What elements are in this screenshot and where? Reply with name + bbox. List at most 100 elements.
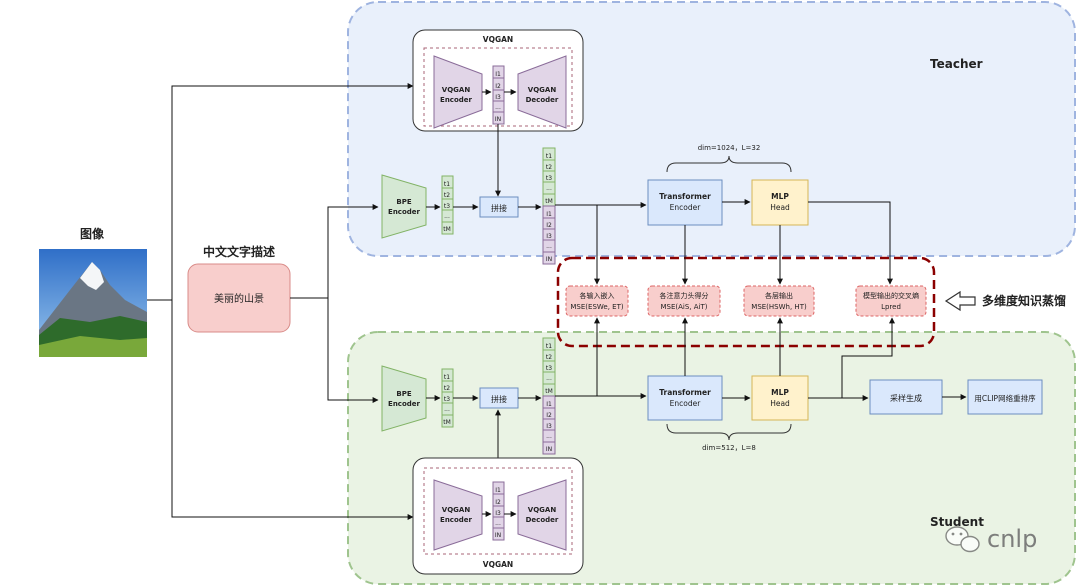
teacher-vqgan-decoder-l2: Decoder (526, 96, 559, 104)
svg-text:Transformer: Transformer (659, 192, 711, 201)
svg-text:t2: t2 (546, 164, 552, 171)
student-vqgan-decoder (517, 479, 567, 551)
student-combined-tokens: t1 t2 t3 ... tM I1 I2 I3 ... IN (542, 337, 556, 455)
svg-text:tM: tM (443, 419, 451, 426)
svg-text:VQGAN: VQGAN (442, 506, 471, 514)
svg-text:Lpred: Lpred (881, 303, 901, 311)
svg-text:拼接: 拼接 (491, 203, 507, 213)
svg-text:Encoder: Encoder (670, 203, 702, 212)
svg-text:t2: t2 (444, 385, 450, 392)
student-dims: dim=512，L=8 (702, 444, 756, 452)
wechat-icon (945, 526, 980, 553)
svg-text:tM: tM (545, 198, 553, 205)
svg-text:I2: I2 (495, 83, 501, 90)
loss-embedding: 各输入嵌入 MSE(ESWe, ET) (565, 285, 629, 317)
teacher-dims: dim=1024，L=32 (698, 144, 761, 152)
svg-text:MSE(HSWh, HT): MSE(HSWh, HT) (751, 303, 807, 311)
student-bpe-encoder (381, 365, 427, 432)
teacher-vqgan-encoder (433, 55, 483, 129)
svg-text:Encoder: Encoder (670, 399, 702, 408)
svg-text:I2: I2 (495, 499, 501, 506)
caption-label: 中文文字描述 (203, 244, 275, 259)
teacher-vqgan-decoder (517, 55, 567, 129)
arrow-image-to-teacher-vqgan (147, 83, 414, 301)
svg-text:...: ... (546, 433, 552, 440)
svg-text:Head: Head (770, 203, 790, 212)
svg-text:...: ... (495, 104, 501, 111)
svg-text:I3: I3 (495, 510, 501, 517)
svg-text:I1: I1 (495, 487, 501, 494)
svg-text:t2: t2 (444, 192, 450, 199)
teacher-vqgan-decoder-l1: VQGAN (528, 86, 557, 94)
student-vqgan-tokens: I1 I2 I3 ... IN (492, 481, 505, 541)
svg-text:I2: I2 (546, 412, 552, 419)
svg-text:I2: I2 (546, 222, 552, 229)
teacher-vqgan-tokens: I1 I2 I3 ... IN (492, 65, 505, 125)
svg-text:Transformer: Transformer (659, 388, 711, 397)
rerank-box (967, 379, 1043, 415)
svg-text:BPE: BPE (396, 198, 411, 206)
svg-text:t3: t3 (444, 396, 450, 403)
svg-text:Encoder: Encoder (440, 516, 472, 524)
svg-text:Encoder: Encoder (388, 400, 420, 408)
loss-hidden: 各层输出 MSE(HSWh, HT) (743, 285, 815, 317)
svg-text:I3: I3 (546, 423, 552, 430)
svg-text:MLP: MLP (771, 192, 789, 201)
svg-text:t1: t1 (444, 181, 450, 188)
svg-text:...: ... (495, 520, 501, 527)
svg-text:MSE(AiS, AiT): MSE(AiS, AiT) (660, 303, 707, 311)
svg-text:tM: tM (545, 388, 553, 395)
loss-attention: 各注意力头得分 MSE(AiS, AiT) (647, 285, 721, 317)
mountain-image (39, 249, 147, 357)
svg-text:Decoder: Decoder (526, 516, 559, 524)
teacher-combined-tokens: t1 t2 t3 ... tM I1 I2 I3 ... IN (542, 147, 556, 265)
svg-text:...: ... (546, 185, 552, 192)
teacher-vqgan-encoder-l1: VQGAN (442, 86, 471, 94)
student-dim-brace (666, 423, 792, 441)
svg-text:...: ... (444, 213, 450, 220)
svg-text:各注意力头得分: 各注意力头得分 (660, 291, 709, 300)
arrow-caption-to-student-bpe (327, 298, 379, 403)
svg-text:t3: t3 (444, 203, 450, 210)
svg-text:...: ... (546, 243, 552, 250)
teacher-vqgan-encoder-l2: Encoder (440, 96, 472, 104)
teacher-mlp-head (751, 179, 809, 226)
student-transformer-encoder (647, 375, 723, 421)
svg-text:IN: IN (495, 532, 501, 539)
svg-text:I1: I1 (495, 71, 501, 78)
svg-text:MLP: MLP (771, 388, 789, 397)
distill-arrow-icon (944, 290, 976, 312)
arrow-image-to-student-vqgan (171, 300, 414, 520)
svg-text:I1: I1 (546, 211, 552, 218)
svg-text:...: ... (546, 375, 552, 382)
teacher-dim-brace (666, 155, 792, 173)
svg-text:MSE(ESWe, ET): MSE(ESWe, ET) (570, 303, 623, 311)
watermark-text: cnlp (987, 525, 1037, 553)
teacher-vqgan-title: VQGAN (483, 35, 513, 44)
svg-text:t1: t1 (444, 374, 450, 381)
svg-text:用CLIP网络重排序: 用CLIP网络重排序 (974, 393, 1036, 403)
svg-text:IN: IN (495, 116, 501, 123)
svg-text:I1: I1 (546, 401, 552, 408)
svg-text:BPE: BPE (396, 390, 411, 398)
svg-text:I3: I3 (546, 233, 552, 240)
svg-text:模型输出的交叉熵: 模型输出的交叉熵 (863, 291, 919, 300)
svg-text:IN: IN (546, 446, 552, 453)
loss-prediction: 模型输出的交叉熵 Lpred (855, 285, 927, 317)
svg-text:各输入嵌入: 各输入嵌入 (580, 291, 615, 300)
student-vqgan-encoder (433, 479, 483, 551)
sampling-box (869, 379, 943, 415)
teacher-text-tokens: t1 t2 t3 ... tM (441, 175, 454, 235)
svg-text:t1: t1 (546, 153, 552, 160)
svg-text:各层输出: 各层输出 (765, 291, 793, 300)
svg-text:tM: tM (443, 226, 451, 233)
svg-text:I3: I3 (495, 94, 501, 101)
student-text-tokens: t1 t2 t3 ... tM (441, 368, 454, 428)
distill-label: 多维度知识蒸馏 (982, 293, 1066, 308)
svg-text:Encoder: Encoder (388, 208, 420, 216)
student-vqgan-title: VQGAN (483, 560, 513, 569)
svg-text:...: ... (444, 406, 450, 413)
svg-text:t3: t3 (546, 365, 552, 372)
image-label: 图像 (80, 226, 105, 241)
